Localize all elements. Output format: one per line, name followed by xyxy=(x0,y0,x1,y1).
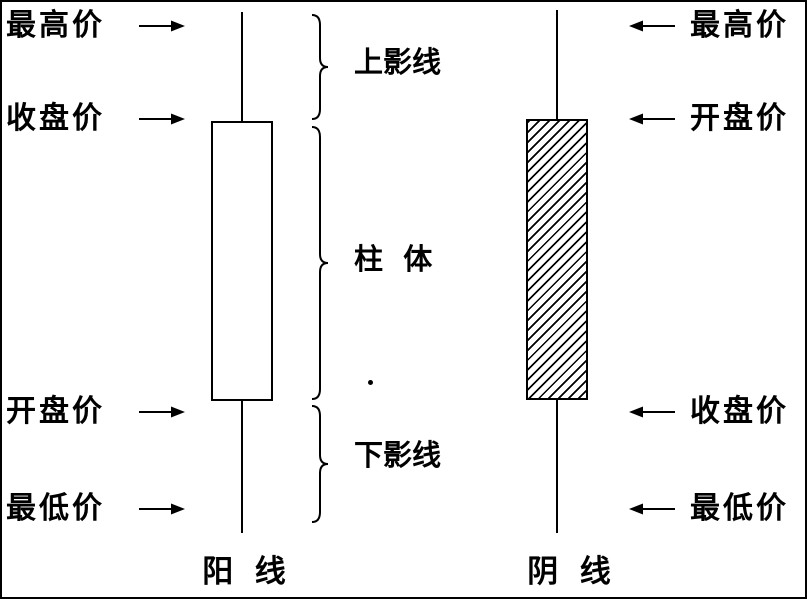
brace-upper-shadow xyxy=(311,14,329,120)
label-upper-shadow: 上影线 xyxy=(354,45,442,79)
label-left-open-price: 开盘价 xyxy=(6,394,105,429)
brace-lower-shadow xyxy=(311,405,329,523)
arrow-right-icon xyxy=(139,406,185,418)
label-left-highest-price: 最高价 xyxy=(6,8,105,43)
arrow-left-icon xyxy=(629,113,675,125)
label-right-open-price: 开盘价 xyxy=(690,101,789,136)
arrow-left-icon xyxy=(629,20,675,32)
label-left-close-price: 收盘价 xyxy=(6,101,105,136)
arrow-right-icon xyxy=(139,503,185,515)
arrow-left-icon xyxy=(629,406,675,418)
arrow-right-icon xyxy=(139,20,185,32)
label-body: 柱 体 xyxy=(354,242,433,276)
label-left-lowest-price: 最低价 xyxy=(6,491,105,526)
arrow-right-icon xyxy=(139,113,185,125)
label-right-highest-price: 最高价 xyxy=(690,8,789,43)
label-right-close-price: 收盘价 xyxy=(690,394,789,429)
caption-yin-line: 阴 线 xyxy=(527,554,611,590)
stray-dot xyxy=(368,380,373,385)
arrow-left-icon xyxy=(629,503,675,515)
caption-yang-line: 阳 线 xyxy=(202,554,286,590)
label-right-lowest-price: 最低价 xyxy=(690,491,789,526)
brace-body xyxy=(311,126,329,400)
left-candle-body-hollow xyxy=(211,121,273,401)
right-candle-body-hatched xyxy=(526,119,588,400)
label-lower-shadow: 下影线 xyxy=(354,438,442,472)
